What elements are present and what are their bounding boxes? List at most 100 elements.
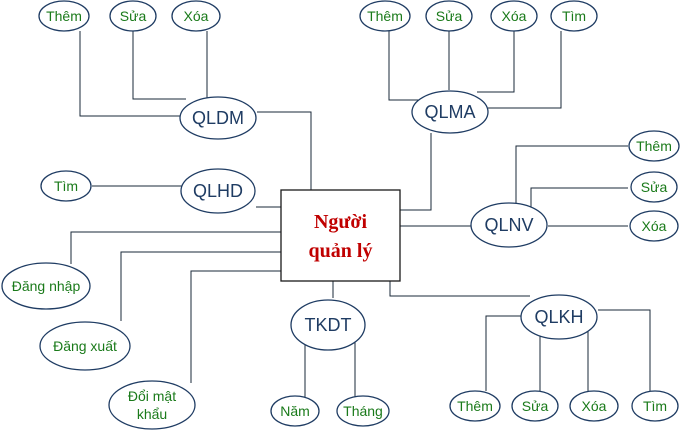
function-node-doi-mat-khau-label-line-1: Đổi mật: [128, 388, 176, 404]
module-node-tkdt-label: TKDT: [305, 315, 352, 335]
qlma-action-xoa-label: Xóa: [502, 8, 527, 24]
connector-qlma-them: [388, 31, 420, 101]
connector-center-dang-nhap: [70, 231, 281, 264]
qlnv-action-sua-shape: [630, 171, 678, 203]
qlma-action-them-shape: [359, 0, 411, 32]
tkdt-action-nam[interactable]: Năm: [270, 395, 320, 427]
qlnv-action-them-shape: [628, 130, 680, 162]
qldm-action-sua[interactable]: Sửa: [109, 0, 157, 32]
module-node-qlma-shape: [411, 90, 489, 134]
function-node-dang-xuat[interactable]: Đăng xuất: [39, 321, 131, 371]
qldm-action-sua-shape: [109, 0, 157, 32]
qlma-action-tim-shape: [550, 0, 598, 32]
module-node-qlma[interactable]: QLMA: [411, 90, 489, 134]
function-node-doi-mat-khau[interactable]: Đổi mật khẩu: [108, 380, 196, 430]
tkdt-action-thang-label: Tháng: [343, 403, 383, 419]
qlkh-action-tim[interactable]: Tìm: [631, 390, 679, 422]
module-node-tkdt-shape: [290, 299, 366, 351]
module-node-qlnv-label: QLNV: [484, 215, 533, 235]
module-node-qlkh[interactable]: QLKH: [520, 294, 598, 340]
qlkh-action-them-shape: [449, 390, 501, 422]
module-node-qlhd-shape: [180, 168, 256, 214]
qldm-action-them-shape: [38, 0, 90, 32]
module-node-qldm-label: QLDM: [192, 108, 244, 128]
qlnv-action-them[interactable]: Thêm: [628, 130, 680, 162]
qlma-action-xoa-shape: [490, 0, 538, 32]
module-node-qlnv-shape: [470, 202, 548, 248]
qlnv-action-sua-label: Sửa: [641, 179, 668, 195]
function-node-dang-xuat-shape: [39, 321, 131, 371]
qlkh-action-xoa-label: Xóa: [582, 398, 607, 414]
module-node-qlma-label: QLMA: [424, 102, 475, 122]
qlkh-action-sua-shape: [511, 390, 559, 422]
tkdt-action-nam-label: Năm: [280, 403, 310, 419]
tkdt-action-nam-shape: [270, 395, 320, 427]
connector-center-doi-mat-khau: [190, 270, 281, 383]
module-node-qlkh-shape: [520, 294, 598, 340]
qlma-action-them-label: Thêm: [367, 8, 403, 24]
connector-center-qlma: [400, 133, 432, 211]
qlkh-action-them[interactable]: Thêm: [449, 390, 501, 422]
qlma-action-them[interactable]: Thêm: [359, 0, 411, 32]
center-node-label-line-2: quản lý: [309, 240, 373, 262]
qlhd-action-tim[interactable]: Tìm: [40, 170, 92, 202]
qlkh-action-sua-label: Sửa: [522, 398, 549, 414]
qlkh-action-xoa-shape: [569, 390, 619, 422]
center-node-label-line-1: Người: [314, 211, 368, 233]
qlma-action-xoa[interactable]: Xóa: [490, 0, 538, 32]
function-node-dang-nhap-label: Đăng nhập: [12, 278, 81, 294]
connector-center-dang-xuat: [120, 251, 281, 321]
qlkh-action-tim-label: Tìm: [643, 398, 667, 414]
tkdt-action-thang-shape: [336, 395, 390, 427]
module-node-tkdt[interactable]: TKDT: [290, 299, 366, 351]
qldm-action-xoa-shape: [171, 0, 221, 32]
qlnv-action-xoa[interactable]: Xóa: [629, 210, 679, 242]
function-node-dang-xuat-label: Đăng xuất: [53, 338, 117, 354]
qlkh-action-tim-shape: [631, 390, 679, 422]
qldm-action-xoa[interactable]: Xóa: [171, 0, 221, 32]
connector-qldm-sua: [132, 31, 186, 100]
module-node-qldm[interactable]: QLDM: [179, 96, 257, 140]
center-node[interactable]: Người quản lý: [280, 189, 401, 282]
qlnv-action-xoa-label: Xóa: [642, 218, 667, 234]
qlkh-action-sua[interactable]: Sửa: [511, 390, 559, 422]
connector-qlnv-sua: [530, 187, 628, 211]
qlhd-action-tim-label: Tìm: [54, 178, 78, 194]
qlma-action-tim[interactable]: Tìm: [550, 0, 598, 32]
qlnv-action-xoa-shape: [629, 210, 679, 242]
tkdt-action-thang[interactable]: Tháng: [336, 395, 390, 427]
qlnv-action-sua[interactable]: Sửa: [630, 171, 678, 203]
module-node-qlhd[interactable]: QLHD: [180, 168, 256, 214]
function-node-dang-nhap[interactable]: Đăng nhập: [1, 262, 91, 310]
connector-qlma-tim: [488, 31, 562, 109]
function-node-doi-mat-khau-shape: [108, 380, 196, 430]
module-node-qlkh-label: QLKH: [534, 307, 583, 327]
qlma-action-sua-label: Sửa: [436, 8, 463, 24]
qlkh-action-xoa[interactable]: Xóa: [569, 390, 619, 422]
qlkh-action-them-label: Thêm: [457, 398, 493, 414]
qldm-action-sua-label: Sửa: [120, 8, 147, 24]
qlma-action-sua[interactable]: Sửa: [425, 0, 473, 32]
module-node-qlnv[interactable]: QLNV: [470, 202, 548, 248]
function-node-dang-nhap-shape: [1, 262, 91, 310]
qlhd-action-tim-shape: [40, 170, 92, 202]
connector-qlma-xoa: [477, 31, 515, 93]
connector-center-qldm: [257, 111, 312, 190]
qldm-action-xoa-label: Xóa: [184, 8, 209, 24]
qldm-action-them-label: Thêm: [46, 8, 82, 24]
function-node-doi-mat-khau-label-line-2: khẩu: [137, 406, 167, 422]
qlma-action-sua-shape: [425, 0, 473, 32]
connector-qlkh-tim: [598, 309, 651, 391]
module-node-qlhd-label: QLHD: [193, 181, 243, 201]
qlnv-action-them-label: Thêm: [636, 138, 672, 154]
qlma-action-tim-label: Tìm: [562, 8, 586, 24]
center-node-box: [280, 189, 401, 282]
connector-qldm-them: [79, 31, 180, 117]
connector-qlnv-them: [515, 145, 628, 206]
module-node-qldm-shape: [179, 96, 257, 140]
connector-lines: [70, 31, 651, 397]
connector-center-qlkh: [389, 281, 530, 297]
connector-qlkh-them: [485, 315, 525, 391]
qldm-action-them[interactable]: Thêm: [38, 0, 90, 32]
